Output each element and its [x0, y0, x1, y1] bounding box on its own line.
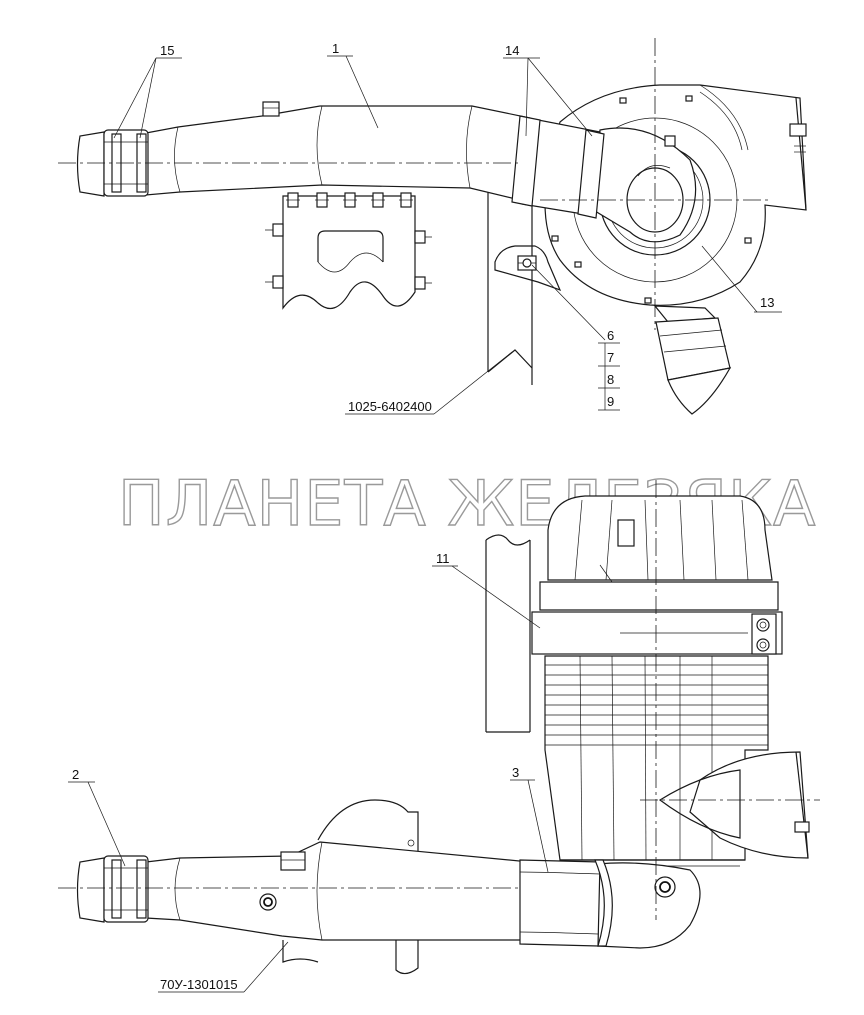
bolt: [414, 276, 426, 290]
side-outlet: [658, 751, 810, 859]
svg-text:8: 8: [607, 372, 614, 387]
svg-text:70У-1301015: 70У-1301015: [160, 977, 238, 992]
bolt: [315, 192, 329, 208]
svg-text:1025-6402400: 1025-6402400: [348, 399, 432, 414]
lower-support-bracket: [282, 799, 419, 975]
svg-text:15: 15: [160, 43, 174, 58]
callout-3: 3: [510, 765, 549, 873]
bolt: [399, 192, 413, 208]
frame-pillar-bottom: [485, 534, 531, 733]
svg-text:14: 14: [505, 43, 519, 58]
intake-hose-bottom: [145, 841, 531, 941]
bolt: [343, 192, 357, 208]
mounting-band-11: [531, 611, 783, 655]
callout-6-9: 6 7 8 9: [531, 264, 620, 411]
bolt: [286, 192, 300, 208]
elbow-coupling-3: [519, 859, 701, 949]
filter-cap: [539, 495, 779, 611]
callout-1: 1: [327, 41, 379, 129]
callout-2: 2: [68, 767, 126, 867]
top-view-assembly: 15 1 14 13 6 7 8 9: [58, 38, 807, 415]
bolt: [414, 230, 426, 244]
reference-bracket: 1025-6402400: [345, 351, 513, 415]
svg-text:11: 11: [436, 551, 450, 566]
bolt: [272, 223, 284, 237]
mounting-bracket-plate: [265, 192, 432, 310]
dust-ejector-valve: [653, 305, 732, 415]
bolt: [272, 275, 284, 289]
svg-text:2: 2: [72, 767, 79, 782]
frame-pillar-top: [487, 185, 533, 385]
svg-text:1: 1: [332, 41, 339, 56]
svg-text:3: 3: [512, 765, 519, 780]
bolt: [371, 192, 385, 208]
clamp-couplings-14: [511, 115, 605, 219]
bottom-view-assembly: 11 2 3 70У-1301015: [58, 480, 820, 993]
mounting-bracket-6: [494, 245, 562, 292]
callout-15: 15: [113, 43, 182, 139]
svg-text:6: 6: [607, 328, 614, 343]
svg-text:9: 9: [607, 394, 614, 409]
callout-14: 14: [503, 43, 593, 137]
svg-text:13: 13: [760, 295, 774, 310]
air-cleaner-housing-top: [544, 84, 807, 306]
svg-text:7: 7: [607, 350, 614, 365]
intake-hose-top: [145, 101, 531, 203]
hose-end-coupling-2: [76, 855, 149, 923]
callout-13: 13: [701, 245, 782, 313]
callout-11: 11: [432, 551, 541, 629]
reference-hose: 70У-1301015: [158, 941, 289, 993]
